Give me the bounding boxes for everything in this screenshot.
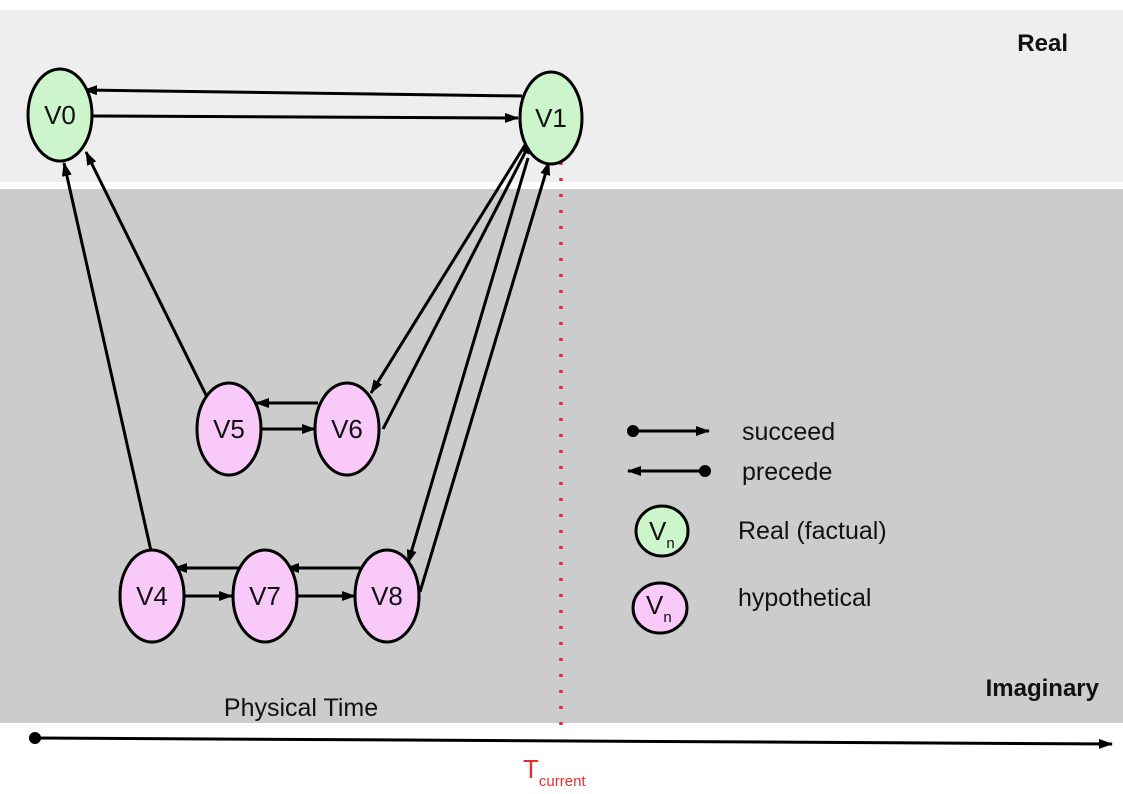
node-v1-label: V1 <box>535 103 567 133</box>
imaginary-region <box>0 189 1123 723</box>
legend-hypothetical-symbol: Vn <box>646 590 672 626</box>
legend-real-node <box>634 504 690 558</box>
node-v6-shape <box>313 381 381 477</box>
node-v1-shape <box>518 70 584 166</box>
axis-label: Physical Time <box>224 694 378 722</box>
node-v8-label: V8 <box>371 581 403 611</box>
node-v6-label: V6 <box>331 414 363 444</box>
node-v0: V0 <box>26 67 94 163</box>
legend-hypothetical-node <box>631 581 689 635</box>
edge-v6-to-v1 <box>381 140 533 430</box>
node-v8: V8 <box>353 548 421 644</box>
legend-succeed-label: succeed <box>742 418 835 446</box>
imaginary-region-label: Imaginary <box>986 675 1100 702</box>
node-v5-shape <box>195 381 263 477</box>
node-v7: V7 <box>231 548 299 644</box>
current-time-label: Tcurrent <box>523 754 586 790</box>
node-v4: V4 <box>118 548 186 644</box>
edge-v4-to-v0 <box>61 162 153 552</box>
legend-real-symbol-sub: n <box>666 535 674 552</box>
legend-real-label: Real (factual) <box>738 517 887 545</box>
node-v7-label: V7 <box>249 581 281 611</box>
edge-v1-to-v0 <box>83 85 523 98</box>
node-v4-shape <box>118 548 186 644</box>
edge-v0-to-v1 <box>91 112 519 123</box>
edge-v1-to-v6 <box>369 136 532 394</box>
legend-real-symbol-main: V <box>649 516 667 546</box>
node-v6: V6 <box>313 381 381 477</box>
legend-real-symbol: Vn <box>649 516 675 552</box>
legend-hyp-symbol-main: V <box>646 590 664 620</box>
time-axis <box>34 736 1113 749</box>
edge-v5-to-v0 <box>84 151 209 398</box>
edge-v8-to-v1 <box>418 161 551 593</box>
current-time-label-sub: current <box>539 773 587 790</box>
node-v5-label: V5 <box>213 414 245 444</box>
node-v8-shape <box>353 548 421 644</box>
edge-v1-to-v8 <box>406 157 530 564</box>
legend: succeed precede Vn Real (factual) Vn hyp… <box>627 418 887 635</box>
legend-precede-label: precede <box>742 458 832 486</box>
node-v1: V1 <box>518 70 584 166</box>
node-v0-label: V0 <box>44 100 76 130</box>
node-v7-shape <box>231 548 299 644</box>
node-v4-label: V4 <box>136 581 168 611</box>
legend-hypothetical-label: hypothetical <box>738 584 871 612</box>
edges <box>61 85 551 601</box>
current-time-label-main: T <box>523 754 539 784</box>
node-v0-shape <box>26 67 94 163</box>
node-v5: V5 <box>195 381 263 477</box>
legend-hyp-symbol-sub: n <box>663 609 671 626</box>
real-region-label: Real <box>1017 30 1068 57</box>
